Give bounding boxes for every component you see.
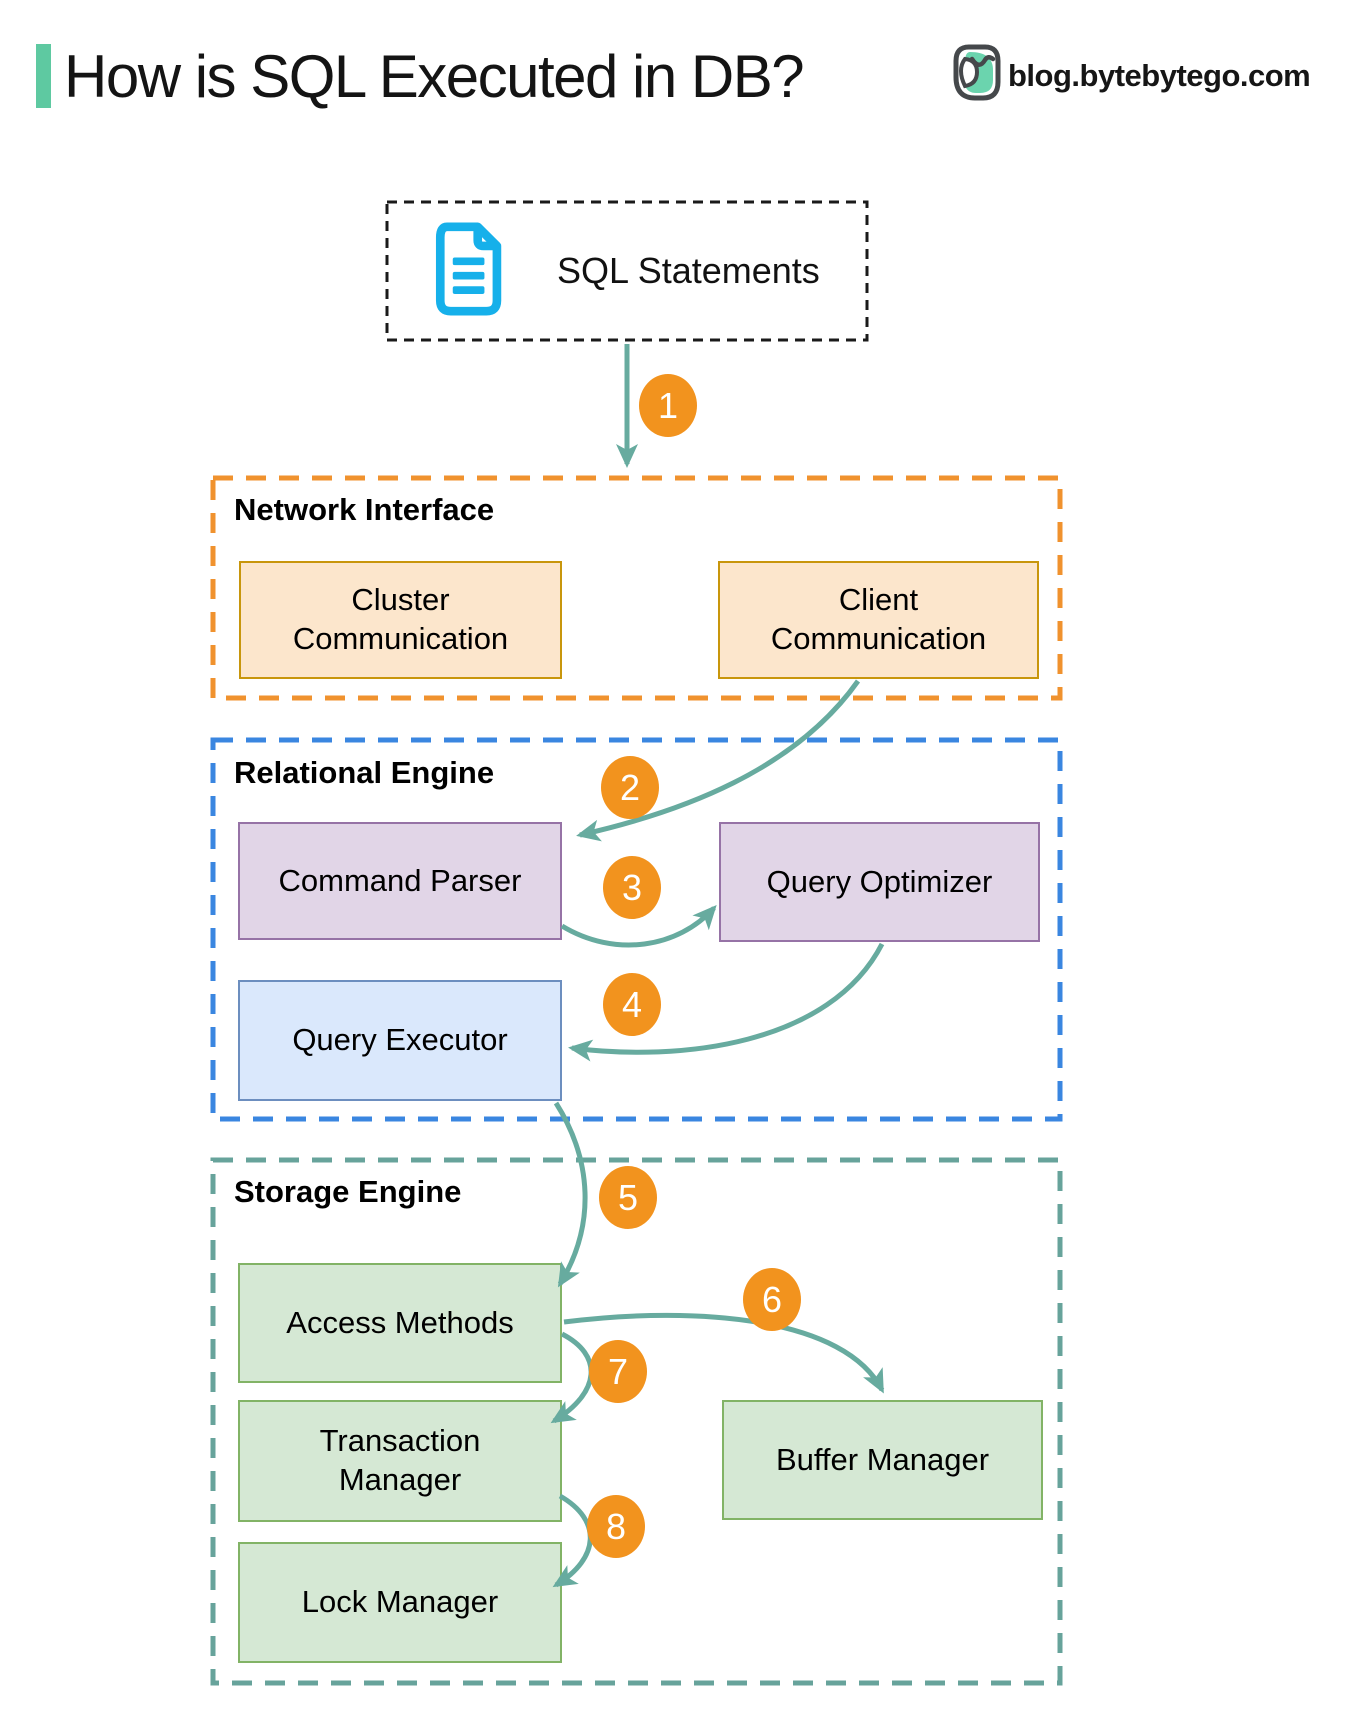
arrow-5	[553, 1101, 588, 1288]
node-buffer-manager: Buffer Manager	[722, 1400, 1043, 1520]
sql-statements-box: SQL Statements	[387, 202, 867, 340]
page-title: How is SQL Executed in DB?	[64, 43, 805, 110]
node-access-methods: Access Methods	[238, 1263, 562, 1383]
document-icon	[423, 221, 519, 322]
sql-statements-label: SQL Statements	[557, 250, 820, 291]
node-lock-manager: Lock Manager	[238, 1542, 562, 1663]
step-badge-2: 2	[601, 756, 659, 819]
step-badge-6: 6	[743, 1268, 801, 1331]
network-interface-label: Network Interface	[234, 492, 495, 527]
node-query-executor: Query Executor	[238, 980, 562, 1101]
node-client-communication: Client Communication	[718, 561, 1039, 679]
node-command-parser: Command Parser	[238, 822, 562, 940]
step-badge-4: 4	[603, 973, 661, 1036]
step-badge-8: 8	[587, 1495, 645, 1558]
step-badge-1: 1	[639, 374, 697, 437]
storage-engine-label: Storage Engine	[234, 1174, 462, 1209]
step-badge-5: 5	[599, 1166, 657, 1229]
title-accent-bar	[36, 44, 51, 108]
node-transaction-manager: Transaction Manager	[238, 1400, 562, 1522]
brand: blog.bytebytego.com	[952, 44, 1311, 107]
relational-engine-label: Relational Engine	[234, 755, 495, 790]
bytebytego-owl-logo-icon	[952, 44, 1002, 107]
node-query-optimizer: Query Optimizer	[719, 822, 1040, 942]
step-badge-3: 3	[603, 856, 661, 919]
step-badge-7: 7	[589, 1340, 647, 1403]
node-cluster-communication: Cluster Communication	[239, 561, 562, 679]
brand-text: blog.bytebytego.com	[1008, 57, 1311, 93]
